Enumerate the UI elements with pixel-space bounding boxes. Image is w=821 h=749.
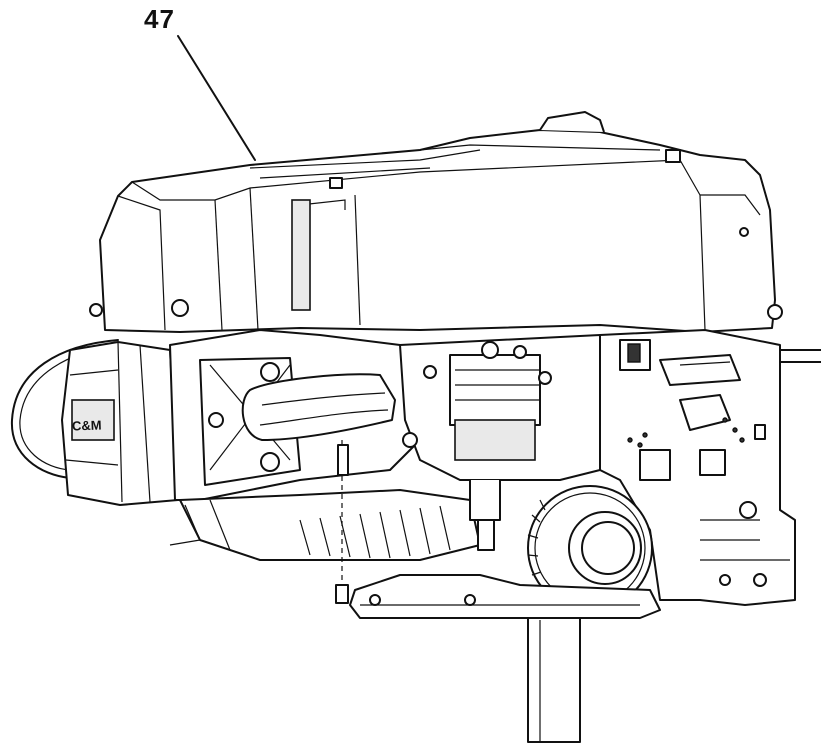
air-filter-canister [61,341,179,506]
crankshaft [527,617,581,743]
cooling-fins [169,489,481,561]
shroud-vent-slot [291,199,311,311]
oil-filter [527,485,653,611]
callout-label: 47 [144,4,175,34]
drain-plug [335,584,349,604]
engine-base [349,574,661,619]
intake-manifold [169,329,421,501]
brand-logo-text: C&M [71,417,102,434]
callout-leader-line [177,35,256,161]
blower-housing [89,111,783,333]
crankcase [599,329,821,606]
